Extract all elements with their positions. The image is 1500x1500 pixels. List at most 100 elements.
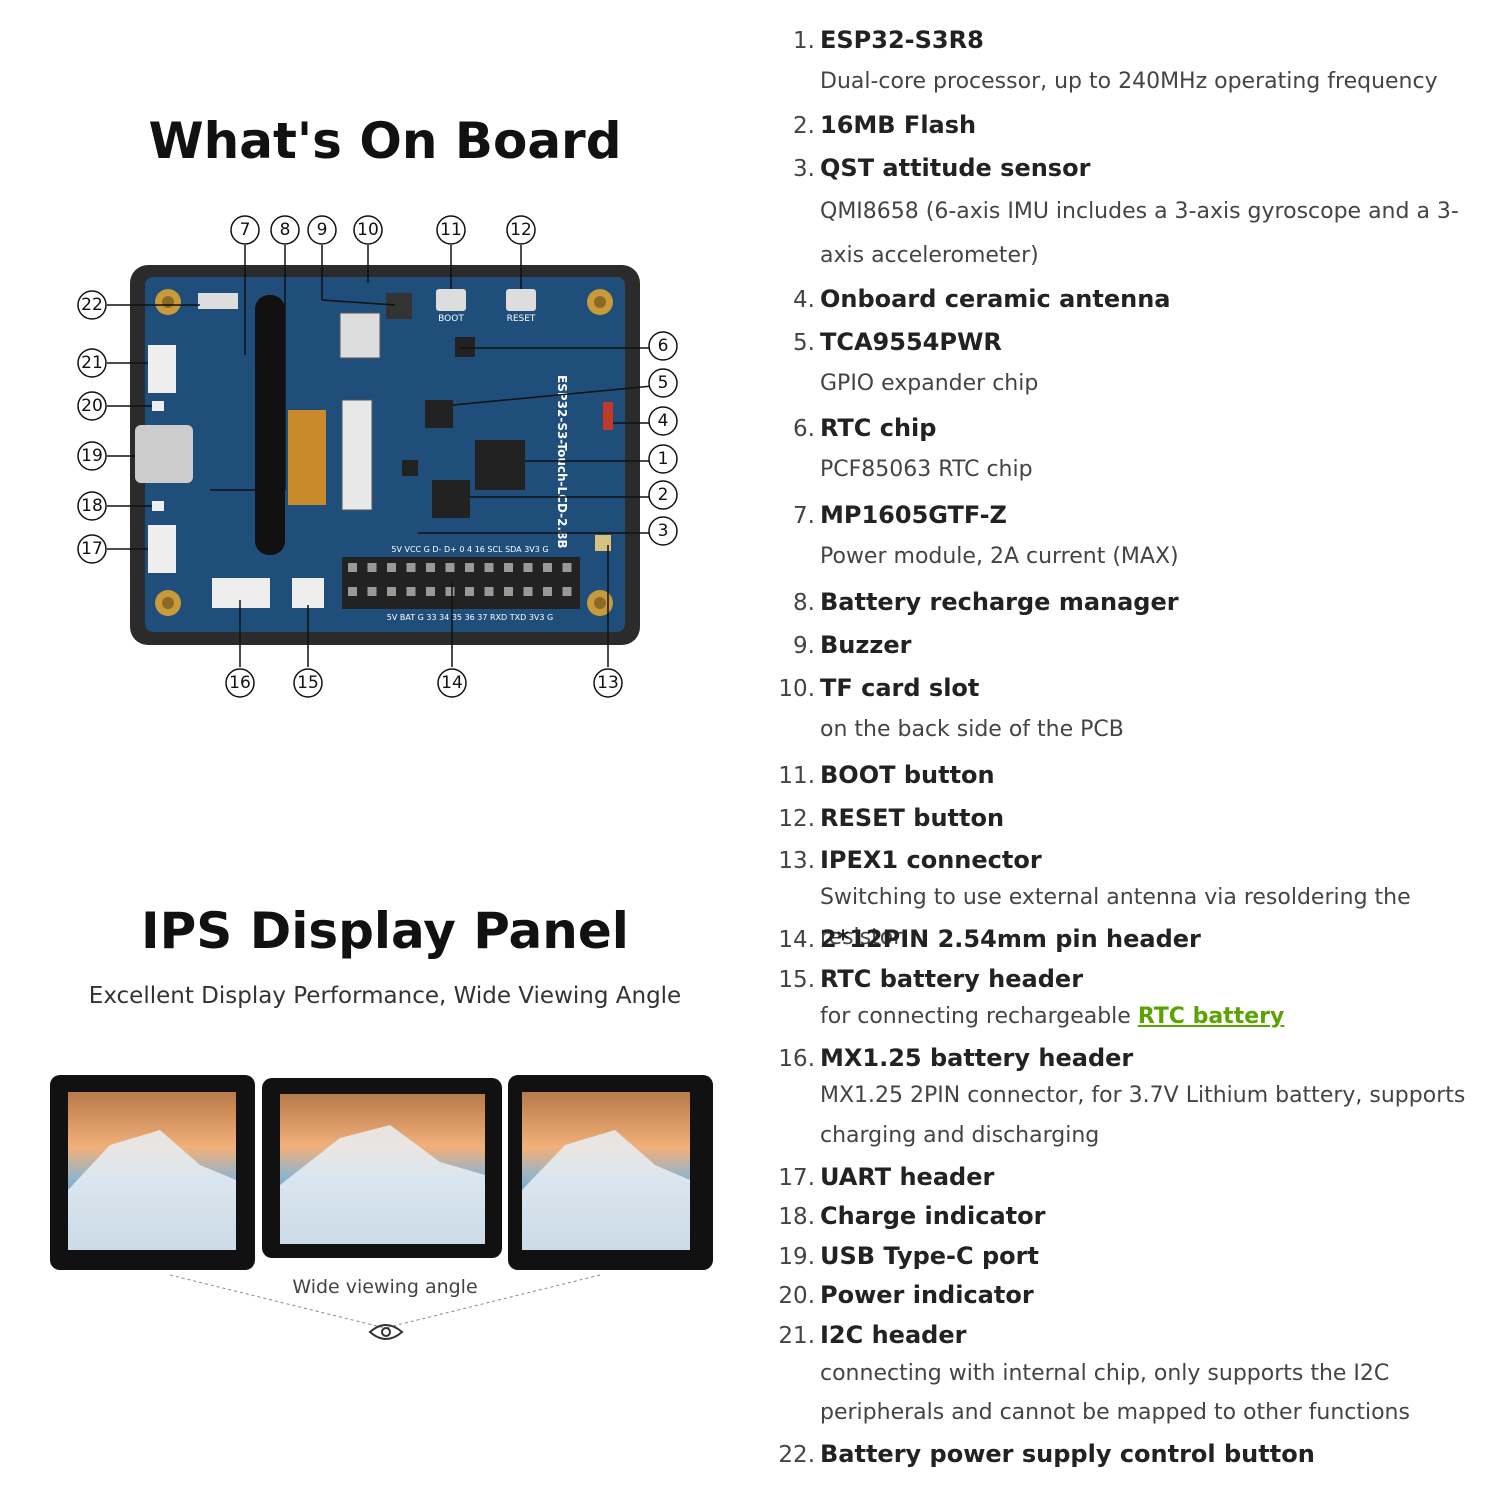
callout-circle-15 — [293, 668, 323, 698]
item-name: Battery power supply control button — [820, 1440, 1315, 1468]
leader-lines — [107, 245, 664, 667]
callout-circle-9 — [307, 215, 337, 245]
item-name: 16MB Flash — [820, 111, 977, 139]
view-line-right — [384, 1274, 601, 1329]
title-ips-display-panel: IPS Display Panel — [141, 902, 629, 960]
item-name: UART header — [820, 1163, 995, 1191]
callout-circle-10 — [353, 215, 383, 245]
panel-left — [50, 1075, 255, 1270]
callout-circle-22 — [77, 290, 107, 320]
uart-connector — [148, 525, 176, 573]
callout-number: 15 — [297, 673, 319, 693]
item-name: Buzzer — [820, 631, 912, 659]
tca-chip — [425, 400, 453, 428]
reset-label: RESET — [507, 314, 536, 324]
callout-circle-12 — [506, 215, 536, 245]
eye-icon — [368, 1324, 404, 1340]
item-number: 5. — [793, 330, 815, 356]
callout-circle-5 — [648, 368, 678, 398]
boot-button — [436, 289, 466, 311]
panel-center — [262, 1078, 502, 1258]
callout-number: 2 — [658, 485, 669, 505]
item-number: 17. — [778, 1165, 815, 1191]
item-description: Switching to use external antenna via re… — [820, 878, 1480, 958]
item-name: Power indicator — [820, 1281, 1034, 1309]
item-number: 14. — [778, 927, 815, 953]
item-description-text: Power module, 2A current (MAX) — [820, 544, 1179, 569]
item-description: QMI8658 (6-axis IMU includes a 3-axis gy… — [820, 190, 1480, 278]
callout-number: 17 — [81, 539, 103, 559]
display-slot — [255, 295, 285, 555]
pwr-led — [152, 401, 164, 411]
item-number: 13. — [778, 848, 815, 874]
item-number: 3. — [793, 156, 815, 182]
model-label: ESP32-S3-Touch-LCD-2.8B — [555, 375, 569, 549]
callout-circle-7 — [230, 215, 260, 245]
callout-number: 14 — [441, 673, 463, 693]
fpc-connector — [288, 410, 326, 505]
item-number: 11. — [778, 763, 815, 789]
item-description: PCF85063 RTC chip — [820, 450, 1480, 490]
item-number: 4. — [793, 287, 815, 313]
item-name: BOOT button — [820, 761, 995, 789]
item-description: GPIO expander chip — [820, 364, 1480, 404]
item-name: 2*12PIN 2.54mm pin header — [820, 925, 1201, 953]
callout-number: 20 — [81, 396, 103, 416]
item-description-text: for connecting rechargeable — [820, 1004, 1138, 1029]
header-top-labels: 5V VCC G D- D+ 0 4 16 SCL SDA 3V3 G — [391, 545, 548, 554]
item-name: TCA9554PWR — [820, 328, 1002, 356]
item-name: RTC chip — [820, 414, 937, 442]
item-description: connecting with internal chip, only supp… — [820, 1354, 1480, 1432]
callout-circle-8 — [270, 215, 300, 245]
callout-number: 6 — [658, 336, 669, 356]
item-description: on the back side of the PCB — [820, 710, 1480, 750]
callout-number: 19 — [81, 446, 103, 466]
callout-circle-13 — [593, 668, 623, 698]
title-whats-on-board: What's On Board — [148, 112, 622, 170]
item-name: Battery recharge manager — [820, 588, 1179, 616]
item-number: 10. — [778, 676, 815, 702]
callout-circle-21 — [77, 348, 107, 378]
callout-circle-20 — [77, 391, 107, 421]
callout-number: 11 — [440, 220, 462, 240]
callout-number: 9 — [317, 220, 328, 240]
callout-circle-17 — [77, 534, 107, 564]
item-name: QST attitude sensor — [820, 154, 1091, 182]
callout-circle-14 — [437, 668, 467, 698]
buzzer — [386, 293, 412, 319]
item-number: 15. — [778, 967, 815, 993]
item-description-text: GPIO expander chip — [820, 371, 1039, 396]
item-number: 9. — [793, 633, 815, 659]
item-number: 7. — [793, 503, 815, 529]
item-name: MP1605GTF-Z — [820, 501, 1007, 529]
item-name: RTC battery header — [820, 965, 1084, 993]
callout-circle-4 — [648, 406, 678, 436]
callout-number: 7 — [240, 220, 251, 240]
callout-number: 13 — [597, 673, 619, 693]
item-number: 21. — [778, 1323, 815, 1349]
reset-button — [506, 289, 536, 311]
item-description-text: Switching to use external antenna via re… — [820, 885, 1411, 950]
power-switch — [198, 293, 238, 309]
item-description: Dual-core processor, up to 240MHz operat… — [820, 62, 1480, 102]
esp32-chip — [475, 440, 525, 490]
lcd-connector — [341, 399, 373, 511]
item-number: 19. — [778, 1244, 815, 1270]
ipex-connector — [595, 535, 611, 551]
rtc-chip — [455, 337, 475, 357]
item-name: ESP32-S3R8 — [820, 26, 984, 54]
callout-circle-3 — [648, 516, 678, 546]
item-number: 22. — [778, 1442, 815, 1468]
tf-connector — [339, 312, 381, 359]
callout-number: 12 — [510, 220, 532, 240]
item-number: 16. — [778, 1046, 815, 1072]
item-description-text: on the back side of the PCB — [820, 717, 1124, 742]
rtc-battery-link[interactable]: RTC battery — [1137, 1004, 1285, 1029]
item-description-text: Dual-core processor, up to 240MHz operat… — [820, 69, 1438, 94]
usb-c-port — [135, 425, 193, 483]
item-number: 6. — [793, 416, 815, 442]
callout-circle-18 — [77, 491, 107, 521]
rtc-connector — [292, 578, 324, 608]
item-number: 18. — [778, 1204, 815, 1230]
